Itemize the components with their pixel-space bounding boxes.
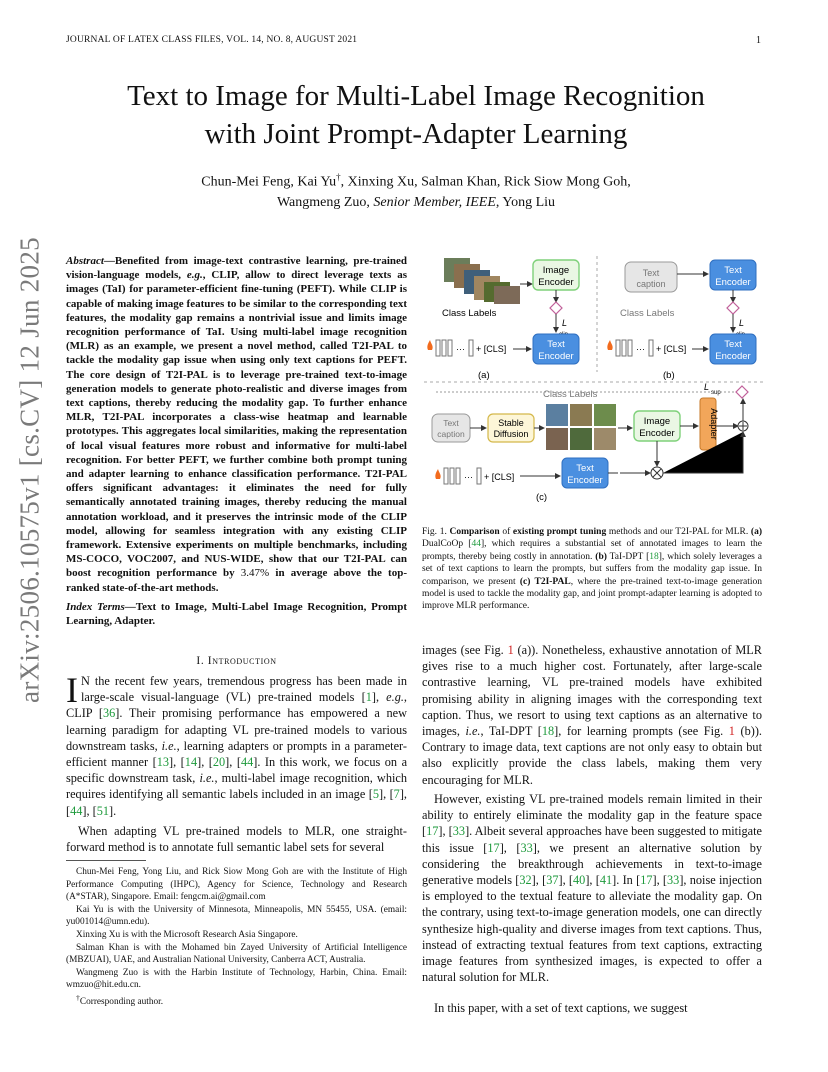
right-paragraph-2: However, existing VL pre-trained models … [422,792,763,985]
text-encoder-label: Text [724,339,742,350]
text-caption-cylinder [624,261,678,293]
arxiv-id: arXiv:2506.10575v1 [cs.CV] 12 Jun 2025 [14,237,45,703]
text-encoder-label: Encoder [715,351,750,362]
text-encoder-label: Text [547,339,565,350]
text-caption-label: caption [437,429,465,439]
loss-clip-label: L [739,318,744,328]
prompt-token [621,339,627,357]
section-heading: I. Introduction [196,655,277,667]
dots: ··· [636,344,645,354]
thumbnail-image [570,428,592,450]
flame-icon [427,340,433,350]
authors-line-2: Wangmeng Zuo, Senior Member, IEEE, Yong … [276,194,556,210]
footnote: Kai Yu is with the University of Minneso… [66,904,407,928]
panel-c: Class Labels L sup Text caption Stable D… [431,382,749,503]
text-caption-label: caption [636,279,665,289]
text-caption-label: Text [443,418,459,428]
arxiv-stamp: arXiv:2506.10575v1 [cs.CV] 12 Jun 2025 [10,237,50,703]
title-line-1: Text to Image for Multi-Label Image Reco… [127,80,705,112]
intro-paragraph-2: When adapting VL pre-trained models to M… [66,824,407,855]
class-labels-label: Class Labels [543,389,598,400]
similarity-diamond [726,301,740,315]
footnote-corresponding: †Corresponding author. [76,992,164,1008]
loss-clip-label: L [562,318,567,328]
figure-1: Image Encoder L clip Class Labels Text E… [424,256,764,503]
text-encoder-label: Text [576,463,594,474]
prompt-token [455,467,461,485]
image-encoder-label: Image [644,416,670,427]
text-encoder-box [532,333,580,365]
footnote-rule [66,860,146,861]
cls-token: + [CLS] [656,344,686,354]
stable-diffusion-label: Diffusion [494,429,529,439]
image-encoder-label: Encoder [538,277,573,288]
text-encoder-label: Encoder [538,351,573,362]
similarity-diamond [735,385,749,399]
thumbnail-image [546,428,568,450]
adapter-label: Adapter [709,408,719,440]
flame-icon [435,469,441,479]
author-list: Chun-Mei Feng, Kai Yu†, Xinxing Xu, Salm… [66,167,766,213]
thumbnail-image [570,404,592,426]
loss-sub: sup [711,390,721,396]
text-encoder-label: Text [724,265,742,276]
index-terms: Index Terms—Text to Image, Multi-Label I… [66,601,407,628]
abstract: Abstract—Benefited from image-text contr… [66,255,407,594]
figure-caption: Fig. 1. Comparison of existing prompt tu… [422,527,763,612]
running-header: JOURNAL OF LATEX CLASS FILES, VOL. 14, N… [66,35,358,45]
right-paragraph-1: images (see Fig. 1 (a)). Nonetheless, ex… [422,643,763,787]
prompt-token [441,339,447,357]
loss-sup-label: L [704,382,709,392]
right-paragraph-3: In this paper, with a set of text captio… [434,1001,688,1015]
prompt-token [435,339,441,357]
footnote: Salman Khan is with the Mohamed bin Zaye… [66,942,407,966]
flame-icon [607,340,613,350]
panel-a-label: (a) [478,370,490,381]
footnote: Chun-Mei Feng, Yong Liu, and Rick Siow M… [66,867,407,903]
paper-title: Text to Image for Multi-Label Image Reco… [66,77,766,153]
prompt-token [627,339,633,357]
panel-b-label: (b) [663,370,675,381]
prompt-token [476,467,482,485]
text-caption-label: Text [643,268,660,278]
thumbnail-image [594,428,616,450]
prompt-token [615,339,621,357]
panel-b: Text caption Text Encoder L clip Class L… [607,259,757,381]
footnote: Wangmeng Zuo is with the Harbin Institut… [66,967,407,991]
text-encoder-label: Encoder [567,475,602,486]
thumbnail-image [546,404,568,426]
dots: ··· [456,344,465,354]
cls-token: + [CLS] [484,472,514,482]
drop-cap: I [66,670,78,710]
footnote: Xinxing Xu is with the Microsoft Researc… [76,929,298,940]
title-line-2: with Joint Prompt-Adapter Learning [204,118,628,150]
prompt-token [648,339,654,357]
prompt-token [468,339,474,357]
thumbnail-image [494,286,520,304]
page-number: 1 [756,35,761,46]
text-encoder-box [709,333,757,365]
prompt-token [447,339,453,357]
similarity-diamond [549,301,563,315]
image-encoder-label: Image [543,265,569,276]
image-encoder-label: Encoder [639,428,674,439]
cls-token: + [CLS] [476,344,506,354]
dots: ··· [464,472,473,482]
thumbnail-image [594,404,616,426]
panel-c-label: (c) [536,492,547,503]
class-labels-label: Class Labels [620,308,675,319]
class-labels-label: Class Labels [442,308,497,319]
text-encoder-label: Encoder [715,277,750,288]
authors-line-1: Chun-Mei Feng, Kai Yu†, Xinxing Xu, Salm… [201,172,631,190]
prompt-token [449,467,455,485]
footnotes: Chun-Mei Feng, Yong Liu, and Rick Siow M… [66,866,407,1009]
stable-diffusion-label: Stable [498,418,524,428]
prompt-token [443,467,449,485]
panel-a: Image Encoder L clip Class Labels Text E… [427,258,580,381]
